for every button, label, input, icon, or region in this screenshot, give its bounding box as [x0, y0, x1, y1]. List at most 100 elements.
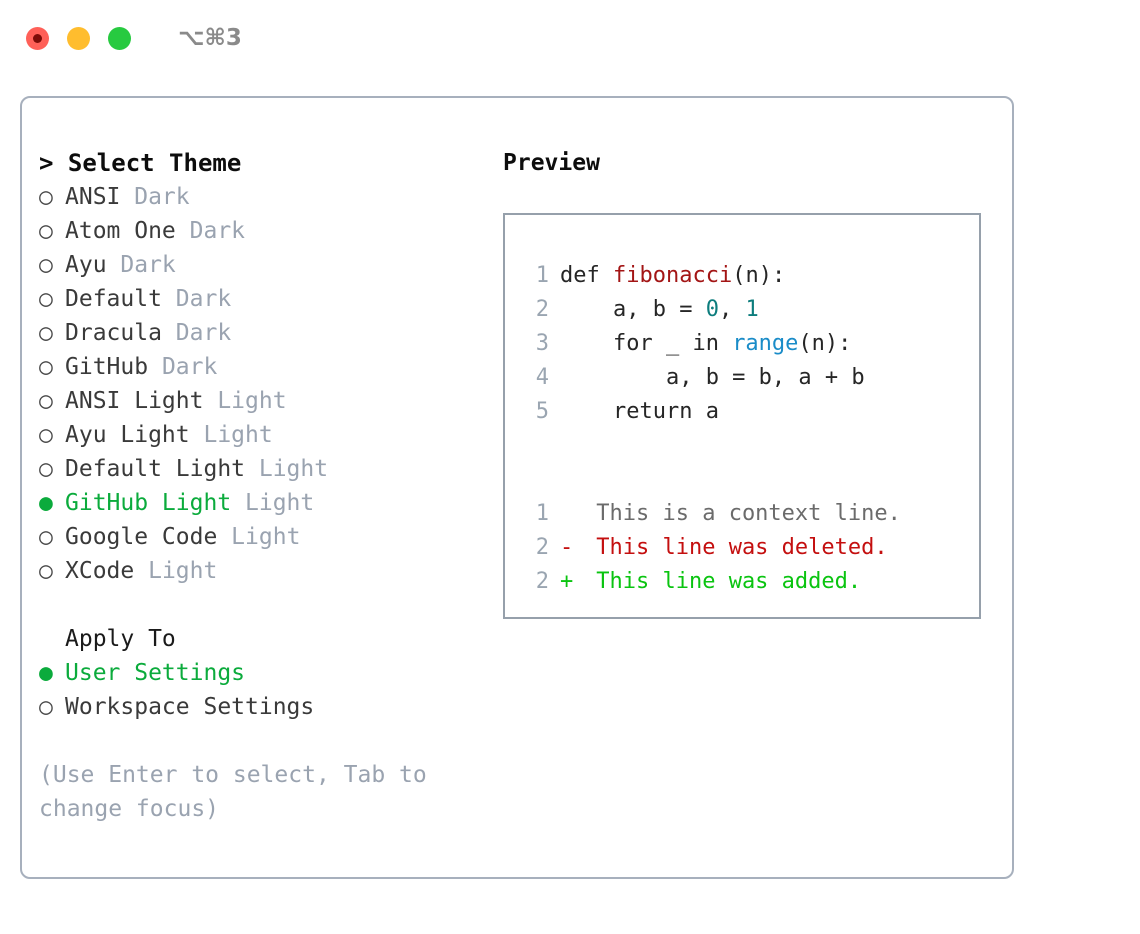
line-number: 5 [535, 399, 549, 424]
theme-option[interactable]: ○Default Dark [39, 282, 482, 316]
code-token: 0 [705, 297, 719, 322]
diff-line-context: 1 This is a context line. [523, 497, 979, 531]
diff-sample: 1 This is a context line.2- This line wa… [523, 497, 979, 599]
code-token: (n): [732, 263, 786, 288]
theme-variant-tag: Light [231, 490, 315, 516]
diff-line-number: 2 [535, 535, 549, 560]
radio-unselected-icon: ○ [39, 354, 53, 380]
radio-unselected-icon: ○ [39, 286, 53, 312]
theme-variant-tag: Dark [161, 320, 232, 346]
diff-line-text: This line was deleted. [583, 535, 888, 560]
line-number: 4 [535, 365, 549, 390]
code-token: 1 [745, 297, 759, 322]
apply-to-option-label: Workspace Settings [65, 694, 315, 720]
theme-option[interactable]: ○ GitHub Dark [39, 350, 482, 384]
line-number: 2 [535, 297, 549, 322]
theme-variant-tag: Light [245, 456, 329, 482]
code-line-text: return a [560, 395, 719, 429]
apply-to-option[interactable]: ○ Workspace Settings [39, 690, 482, 724]
theme-option[interactable]: ○ANSI Dark [39, 180, 482, 214]
theme-option-label: XCode [65, 558, 135, 584]
radio-selected-icon: ● [39, 490, 53, 516]
diff-marker: + [560, 569, 574, 594]
radio-selected-icon: ● [39, 660, 53, 686]
code-token: , [718, 297, 746, 322]
radio-unselected-icon: ○ [39, 218, 53, 244]
code-line: 5 return a [523, 395, 979, 429]
diff-line-text: This is a context line. [583, 501, 901, 526]
apply-to-heading: Apply To [65, 626, 176, 652]
theme-variant-tag: Light [134, 558, 218, 584]
theme-variant-tag: Light [203, 388, 287, 414]
theme-option[interactable]: ○Default Light Light [39, 452, 482, 486]
preview-label: Preview [503, 150, 600, 176]
diff-marker [560, 497, 583, 531]
line-number: 3 [535, 331, 549, 356]
section-spacer [39, 588, 482, 622]
radio-unselected-icon: ○ [39, 558, 53, 584]
theme-option[interactable]: ○ Google Code Light [39, 520, 482, 554]
code-token: (n): [798, 331, 852, 356]
code-line-text: a, b = b, a + b [560, 361, 865, 395]
code-token: range [732, 331, 799, 356]
close-button[interactable] [26, 26, 49, 50]
radio-unselected-icon: ○ [39, 524, 53, 550]
theme-option-label: Ayu Light [65, 422, 190, 448]
diff-line-text: This line was added. [583, 569, 862, 594]
theme-option-label: Default [65, 286, 162, 312]
radio-unselected-icon: ○ [39, 694, 53, 720]
diff-line-add: 2 + This line was added. [523, 565, 979, 599]
theme-variant-tag: Dark [120, 184, 190, 210]
theme-option[interactable]: ○ANSI Light Light [39, 384, 482, 418]
diff-line-number: 1 [535, 501, 549, 526]
theme-option[interactable]: ○ XCode Light [39, 554, 482, 588]
title-bar: ⌥⌘3 [0, 0, 1140, 76]
theme-selector-column: > Select Theme ○ANSI Dark○Atom One Dark○… [22, 146, 482, 877]
code-line-text: a, b = 0, 1 [560, 293, 759, 327]
theme-variant-tag: Light [217, 524, 301, 550]
code-token: return a [560, 399, 719, 424]
theme-variant-tag: Dark [148, 354, 218, 380]
page-title: > Select Theme [39, 149, 242, 177]
theme-option[interactable]: ○Dracula Dark [39, 316, 482, 350]
radio-unselected-icon: ○ [39, 456, 53, 482]
keyboard-hint-text: (Use Enter to select, Tab to change focu… [39, 762, 441, 822]
theme-option-label: Google Code [65, 524, 218, 550]
code-line: 3 for _ in range(n): [523, 327, 979, 361]
radio-unselected-icon: ○ [39, 252, 53, 278]
line-number: 1 [535, 263, 549, 288]
radio-unselected-icon: ○ [39, 422, 53, 448]
apply-to-list[interactable]: ● User Settings ○ Workspace Settings [39, 656, 482, 724]
maximize-button[interactable] [108, 26, 131, 50]
diff-line-number: 2 [535, 569, 549, 594]
keyboard-shortcut-label: ⌥⌘3 [178, 25, 242, 51]
code-line-text: def fibonacci(n): [560, 259, 785, 293]
apply-to-option-label: User Settings [65, 660, 246, 686]
apply-to-option[interactable]: ● User Settings [39, 656, 482, 690]
code-line: 4 a, b = b, a + b [523, 361, 979, 395]
code-token: a, b = b, a + b [560, 365, 865, 390]
theme-variant-tag: Dark [106, 252, 176, 278]
radio-unselected-icon: ○ [39, 320, 53, 346]
theme-variant-tag: Light [189, 422, 273, 448]
diff-line-del: 2- This line was deleted. [523, 531, 979, 565]
code-diff-gap-2 [523, 463, 979, 497]
code-line-text: for _ in range(n): [560, 327, 851, 361]
theme-option[interactable]: ○ Ayu Light Light [39, 418, 482, 452]
theme-option[interactable]: ● GitHub Light Light [39, 486, 482, 520]
theme-option[interactable]: ○Ayu Dark [39, 248, 482, 282]
theme-list[interactable]: ○ANSI Dark○Atom One Dark○Ayu Dark○Defaul… [39, 180, 482, 588]
theme-option-label: GitHub [65, 354, 149, 380]
minimize-button[interactable] [67, 26, 90, 50]
panel-columns: > Select Theme ○ANSI Dark○Atom One Dark○… [22, 98, 1012, 877]
code-token: fibonacci [612, 263, 733, 288]
theme-option-label: GitHub Light [65, 490, 232, 516]
code-token: for _ in [560, 331, 733, 356]
theme-option-label: ANSI [65, 184, 121, 210]
content-panel: > Select Theme ○ANSI Dark○Atom One Dark○… [20, 96, 1014, 879]
theme-option[interactable]: ○Atom One Dark [39, 214, 482, 248]
